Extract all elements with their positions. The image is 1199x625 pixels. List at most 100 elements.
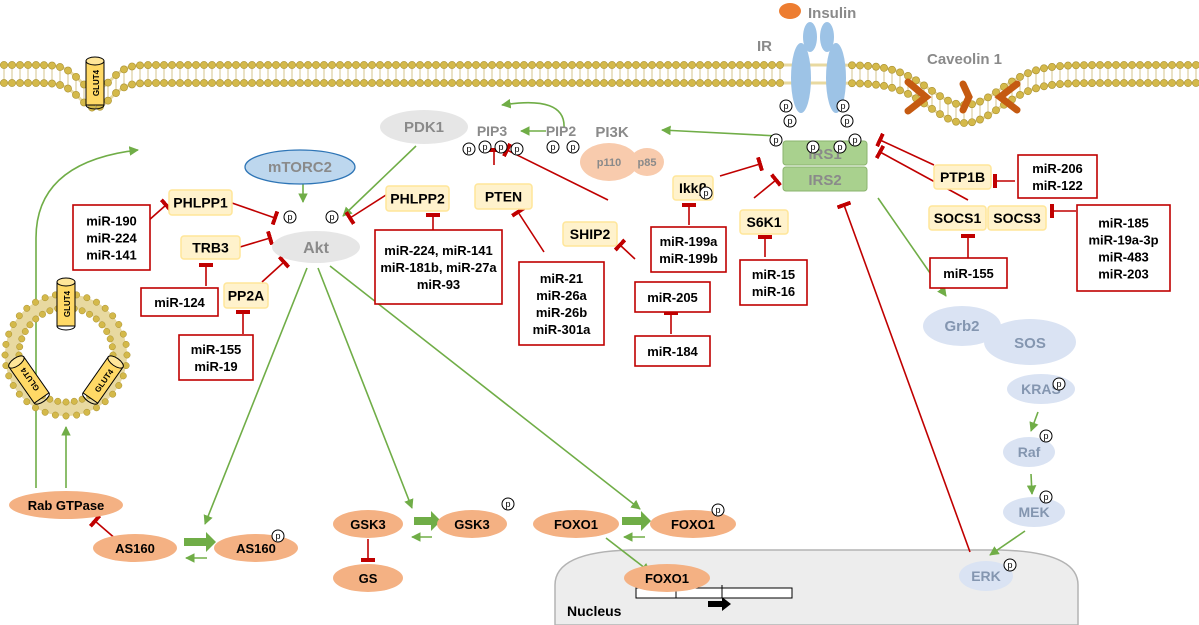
phosphate-label: p [1043,431,1048,441]
foxo1-nuclear-node [624,564,710,592]
phosphate-icon [325,210,339,224]
foxo1-nuclear-label: FOXO1 [645,571,689,586]
s6k1-node [739,209,789,235]
pip3-label: PIP3 [477,123,508,139]
ptp1b-label: PTP1B [940,169,985,185]
ship2-label: SHIP2 [570,226,611,242]
glut4-transporter-1: GLUT4 [85,56,105,110]
nucleus-label: Nucleus [567,603,622,619]
gs-node [333,564,403,592]
phosphate-label: p [498,142,503,152]
phlpp1-node [168,189,233,216]
mirna-label: miR-155 [943,266,994,281]
trb3-label: TRB3 [192,240,229,256]
socs1-label: SOCS1 [934,210,982,226]
grb2-label: Grb2 [944,318,979,335]
pp2a-label: PP2A [228,288,265,304]
erk-label: ERK [971,568,1001,584]
p85-subunit [630,148,664,176]
akt-label: Akt [303,240,329,257]
insulin-molecule [779,3,801,19]
mirna-box-ship2 [634,281,711,313]
mirna-label: miR-203 [1098,267,1149,282]
phosphate-icon [711,503,725,517]
pp2a-node [223,282,269,309]
mirna-label: miR-184 [647,344,698,359]
socs3-label: SOCS3 [993,210,1041,226]
pip2-label: PIP2 [546,123,577,139]
phosphate-icon [510,142,524,156]
pdk1-node [380,110,468,144]
mirna-box-ikkb [650,226,727,273]
as160-label: AS160 [115,541,155,556]
mirna-label: miR-124 [154,295,205,310]
mirna-box-pp2a [178,334,254,381]
mirna-label: miR-19 [194,359,237,374]
gsk3-phospho-node [437,510,507,538]
mirna-box-phlpp1 [72,204,151,271]
phosphate-icon [283,210,297,224]
phosphate-label: p [550,142,555,152]
transcription-arrow-icon [708,597,731,611]
phlpp2-node [385,185,450,212]
caveolin-1: Caveolin 1 [904,51,1021,115]
ir-label: IR [757,38,772,55]
mirna-label: miR-190 [86,214,137,229]
gsk3-phospho-label: GSK3 [454,517,489,532]
mirna-label: miR-206 [1032,161,1083,176]
phosphate-label: p [837,142,842,152]
mirna-label: miR-122 [1032,178,1083,193]
ship2-node [562,221,618,247]
phosphate-icon [462,142,476,156]
gsk3-label: GSK3 [350,517,385,532]
rab-gtpase-node [9,491,123,519]
foxo1-node [533,510,619,538]
gsk3-node [333,510,403,538]
phosphate-icon [836,99,850,113]
phosphate-icon [546,140,560,154]
phlpp1-label: PHLPP1 [173,195,228,211]
pi3k: p110 p85 PI3K [580,124,664,181]
mapk-cascade: Grb2 SOS KRAS Raf MEK ERK [923,306,1076,591]
mirna-box-trb3 [140,287,219,317]
phosphate-icon [271,529,285,543]
mirna-box-ptp1b [1017,154,1098,199]
mirna-label: miR-16 [752,284,795,299]
mtorc2-node [244,149,356,185]
mirna-box-s6k1 [739,259,808,306]
mirna-label: miR-199b [659,251,718,266]
mirna-label: miR-483 [1098,250,1149,265]
mirna-label: miR-21 [540,271,583,286]
phosphate-label: p [715,505,720,515]
mirna-box-socs1 [929,257,1008,289]
mirna-label: miR-26b [536,305,587,320]
plasma-membrane [0,61,1199,127]
pten-node [474,183,533,210]
as160-phospho-label: AS160 [236,541,276,556]
phosphate-label: p [570,142,575,152]
socs3-node [987,205,1047,231]
phosphate-label: p [810,142,815,152]
phosphate-icon [779,99,793,113]
phosphate-label: p [852,135,857,145]
pdk1-label: PDK1 [404,119,444,136]
phosphate-icon [1039,429,1053,443]
phosphate-icon [833,140,847,154]
phosphate-label: p [840,101,845,111]
mirna-label: miR-155 [191,342,242,357]
phosphate-icon [699,186,713,200]
phosphate-icon [478,140,492,154]
phosphate-icon [806,140,820,154]
phosphate-icon [848,133,862,147]
foxo1-label: FOXO1 [554,517,598,532]
phosphate-label: p [787,116,792,126]
irs-complex: IRS1 IRS2 [782,140,868,192]
phosphate-label: p [514,144,519,154]
pten-label: PTEN [485,189,522,205]
mek-label: MEK [1018,504,1049,520]
foxo1-phospho-label: FOXO1 [671,517,715,532]
mirna-box-socs3 [1076,204,1171,292]
insulin-receptor: Insulin IR [757,3,856,113]
phosphate-label: p [1056,379,1061,389]
mirna-box-pten [518,261,605,346]
